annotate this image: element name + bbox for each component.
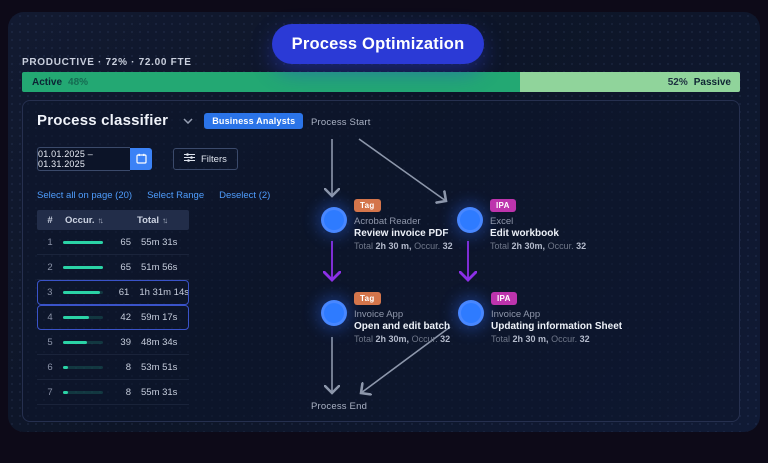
activity-bar: Active 48% 52% Passive	[22, 72, 740, 92]
calendar-button[interactable]	[130, 148, 152, 170]
node-badge: Tag	[354, 199, 381, 212]
table-row[interactable]: 2 65 51m 56s	[37, 255, 189, 280]
flow-node-info[interactable]: Tag Invoice App Open and edit batch Tota…	[354, 288, 524, 344]
node-total: Total 2h 30 m, Occur. 32	[491, 334, 590, 344]
flow-node-circle[interactable]	[458, 300, 484, 326]
flow-node-circle[interactable]	[457, 207, 483, 233]
passive-label: Passive	[693, 76, 731, 88]
node-badge: IPA	[490, 199, 516, 212]
flow-node-circle[interactable]	[321, 300, 347, 326]
table-row[interactable]: 5 39 48m 34s	[37, 330, 189, 355]
classifier-title: Process classifier	[37, 112, 169, 129]
calendar-icon	[135, 152, 147, 167]
sort-occur-icon[interactable]: ↑↓	[97, 215, 104, 225]
group-chip[interactable]: Business Analysts	[204, 112, 304, 129]
select-all-link[interactable]: Select all on page (20)	[37, 190, 133, 201]
occur-bar	[63, 315, 111, 319]
col-header-total: Total↑↓	[137, 214, 168, 226]
deselect-link[interactable]: Deselect (2)	[219, 190, 271, 201]
sliders-icon	[184, 153, 195, 165]
node-app: Invoice App	[491, 309, 541, 320]
filters-label: Filters	[201, 153, 227, 165]
selection-links: Select all on page (20) Select Range Des…	[37, 190, 270, 201]
table-row[interactable]: 1 65 55m 31s	[37, 230, 189, 255]
occur-bar	[63, 390, 111, 394]
page-title[interactable]: Process Optimization	[272, 24, 484, 64]
node-total: Total 2h 30m, Occur. 32	[490, 241, 587, 251]
passive-value: 52%	[667, 76, 688, 88]
occur-bar	[63, 365, 111, 369]
table-row-selected[interactable]: 4 42 59m 17s	[37, 305, 189, 330]
productive-metrics: PRODUCTIVE · 72% · 72.00 FTE	[22, 57, 192, 68]
node-badge: IPA	[491, 292, 517, 305]
process-classifier-card: Process classifier Business Analysts 01.…	[22, 100, 740, 422]
node-badge: Tag	[354, 292, 381, 305]
process-end-label: Process End	[311, 401, 368, 412]
node-total: Total 2h 30m, Occur. 32	[354, 334, 451, 344]
node-app: Invoice App	[354, 309, 404, 320]
table-header: # Occur.↑↓ Total↑↓	[37, 210, 189, 230]
node-action: Edit workbook	[490, 228, 559, 239]
process-start-label: Process Start	[311, 117, 371, 128]
col-header-occur: Occur.↑↓	[65, 214, 104, 226]
table-row[interactable]: 6 8 53m 51s	[37, 355, 189, 380]
node-app: Acrobat Reader	[354, 216, 421, 227]
table-row[interactable]: 7 8 55m 31s	[37, 380, 189, 405]
occur-bar	[63, 240, 111, 244]
node-app: Excel	[490, 216, 514, 227]
flow-node-info[interactable]: IPA Invoice App Updating information She…	[491, 288, 661, 344]
occur-bar	[62, 290, 110, 294]
occur-bar	[63, 265, 111, 269]
date-range-input[interactable]: 01.01.2025 – 01.31.2025	[37, 147, 130, 171]
chevron-down-icon[interactable]	[183, 117, 193, 124]
node-action: Review invoice PDF	[354, 228, 449, 239]
node-total: Total 2h 30 m, Occur. 32	[354, 241, 453, 251]
flow-node-circle[interactable]	[321, 207, 347, 233]
sort-total-icon[interactable]: ↑↓	[162, 215, 168, 225]
date-filter-row: 01.01.2025 – 01.31.2025	[37, 147, 238, 171]
node-action: Open and edit batch	[354, 321, 451, 332]
classifier-header: Process classifier Business Analysts	[37, 112, 304, 129]
active-value: 48%	[68, 76, 89, 88]
select-range-link[interactable]: Select Range	[147, 190, 205, 201]
active-label: Active	[32, 76, 63, 88]
occur-bar	[63, 340, 111, 344]
table-row-selected[interactable]: 3 61 1h 31m 14s	[37, 280, 189, 305]
col-header-num: #	[47, 214, 53, 226]
occurrence-table: # Occur.↑↓ Total↑↓ 1 65 55m 31s 2 65 51m…	[37, 210, 189, 405]
flow-node-info[interactable]: IPA Excel Edit workbook Total 2h 30m, Oc…	[490, 195, 660, 251]
activity-bar-active-segment: Active 48%	[22, 72, 521, 92]
node-action: Updating information Sheet	[491, 321, 623, 332]
filters-button[interactable]: Filters	[173, 148, 238, 170]
flow-node-info[interactable]: Tag Acrobat Reader Review invoice PDF To…	[354, 195, 524, 251]
activity-bar-passive-segment: 52% Passive	[520, 72, 740, 92]
